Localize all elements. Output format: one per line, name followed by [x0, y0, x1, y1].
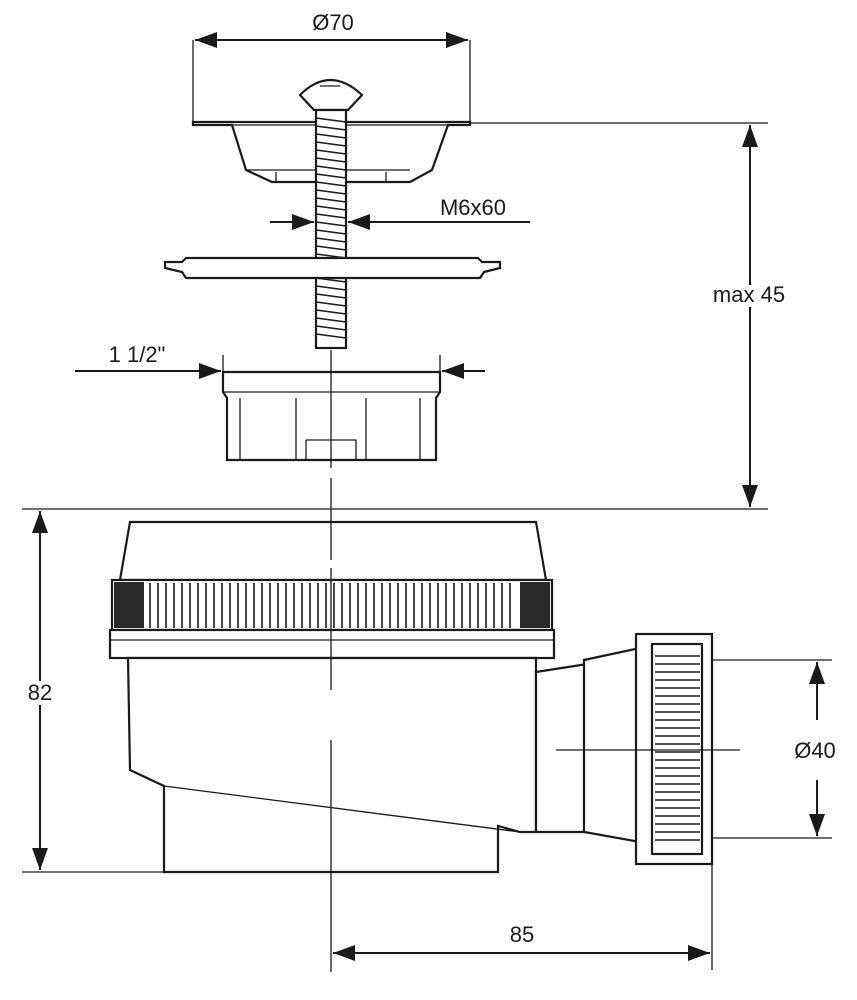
trap-body: [108, 520, 714, 874]
screw: [298, 79, 364, 350]
dim-thread: [75, 355, 485, 379]
ring-knurl: [149, 583, 511, 628]
label-screw: M6x60: [440, 195, 506, 220]
center-axis: [330, 350, 740, 972]
flange-plate: [163, 256, 502, 280]
label-outlet-length: 85: [510, 922, 534, 947]
label-cap-diameter: Ø70: [312, 10, 354, 35]
label-max-height: max 45: [713, 282, 785, 307]
label-thread: 1 1/2": [109, 342, 166, 367]
dim-outlet-length: [333, 864, 713, 970]
screw-thread: [315, 117, 347, 339]
dim-outlet-diameter: [712, 659, 832, 839]
dim-body-height: [22, 508, 330, 873]
label-outlet-diameter: Ø40: [794, 738, 836, 763]
dim-max-height: [330, 122, 768, 510]
outlet-nut-knurl: [655, 655, 700, 841]
label-body-height: 82: [28, 680, 52, 705]
